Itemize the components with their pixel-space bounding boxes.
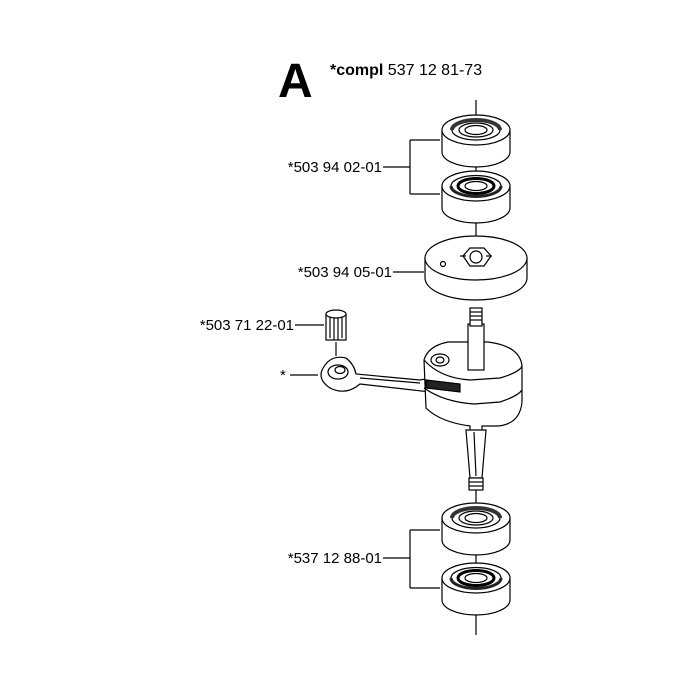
label-bearing-bottom: *537 12 88-01 bbox=[287, 550, 382, 567]
section-letter: A bbox=[278, 55, 313, 108]
bearing-bottom-lower bbox=[441, 562, 511, 616]
connecting-rod bbox=[320, 356, 431, 393]
label-seal-disc: *503 94 05-01 bbox=[297, 264, 392, 281]
bearing-top-lower bbox=[441, 170, 511, 224]
needle-bearing bbox=[325, 309, 347, 341]
label-needle-bearing: *503 71 22-01 bbox=[199, 317, 294, 334]
bearing-top-upper bbox=[441, 114, 511, 168]
crankshaft bbox=[423, 307, 523, 491]
leader-bearing-bottom bbox=[383, 529, 440, 589]
leader-bearing-top bbox=[383, 139, 440, 195]
seal-disc bbox=[424, 235, 528, 301]
label-bearing-top: *503 94 02-01 bbox=[287, 159, 382, 176]
compl-part-number: 537 12 81-73 bbox=[387, 62, 483, 79]
label-conrod: * bbox=[280, 367, 286, 384]
complete-assembly-label: *compl 537 12 81-73 bbox=[330, 62, 482, 80]
bearing-bottom-upper bbox=[441, 502, 511, 556]
compl-prefix: *compl bbox=[330, 62, 384, 79]
